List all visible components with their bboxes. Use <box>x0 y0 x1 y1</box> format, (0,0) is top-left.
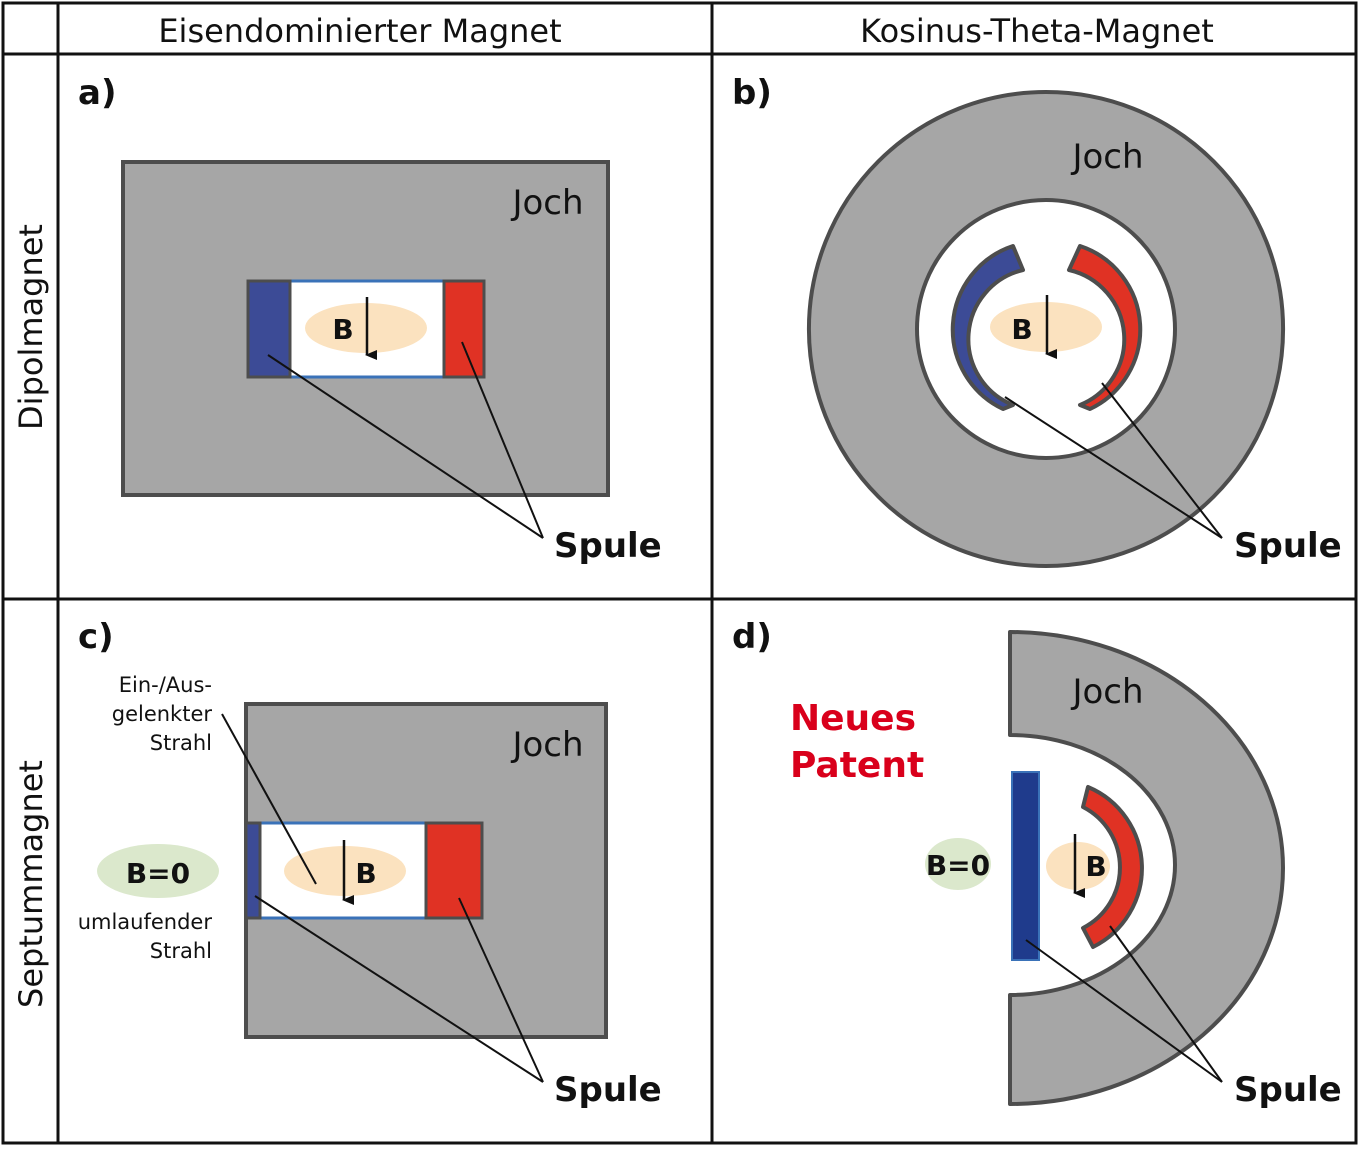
panel-b-label: b) <box>732 73 772 113</box>
panel-d-yoke <box>1008 630 1285 1106</box>
panel-d-leader-red <box>1109 925 1223 1083</box>
panel-d-coil-label: Spule <box>1234 1070 1342 1110</box>
panel-c-septum-coil-blue <box>244 821 262 920</box>
panel-c-circulating-beam-line2: Strahl <box>150 939 212 963</box>
panel-c-extracted-beam-line1: Ein-/Aus- <box>119 673 212 697</box>
column-header-cos-theta: Kosinus-Theta-Magnet <box>860 12 1214 50</box>
panel-c-coil-label: Spule <box>554 1070 662 1110</box>
column-header-iron-dominated: Eisendominierter Magnet <box>158 12 561 50</box>
panel-d-field-label: B <box>1085 850 1106 883</box>
panel-b-leader-blue <box>1004 396 1223 539</box>
panel-c-extracted-beam-line3: Strahl <box>150 731 212 755</box>
panel-d-coil-red <box>1081 785 1144 949</box>
panel-b-coil-label: Spule <box>1234 526 1342 566</box>
panel-c: c) Joch B B=0 Ein-/Aus- gelenkter Strahl… <box>78 617 662 1110</box>
row-header-septum: Septummagnet <box>12 760 50 1008</box>
panel-a-yoke-label: Joch <box>510 183 583 223</box>
panel-b: b) Joch B Spule <box>732 73 1342 569</box>
panel-d-patent-line1: Neues <box>790 698 916 739</box>
panel-a: a) Joch B Spule <box>78 73 662 566</box>
panel-d-field-region <box>1046 842 1110 890</box>
panel-a-leader-blue <box>267 354 544 539</box>
panel-a-leader-red <box>461 341 544 539</box>
panel-c-leader-blue <box>254 895 544 1083</box>
panel-c-circulating-beam-line1: umlaufender <box>78 910 213 934</box>
panel-c-yoke-label: Joch <box>510 725 583 765</box>
panel-d-label: d) <box>732 617 772 657</box>
panel-c-extracted-beam-line2: gelenkter <box>112 702 213 726</box>
panel-a-coil-red <box>442 279 486 379</box>
panel-c-zero-field-region <box>97 844 219 898</box>
panel-b-coil-red <box>1067 244 1143 411</box>
panel-d-zero-field-region <box>925 838 991 890</box>
panel-d-yoke-label: Joch <box>1070 672 1143 712</box>
panel-b-leader-red <box>1101 382 1223 539</box>
panel-d-zero-field-label: B=0 <box>926 849 990 882</box>
panel-d: d) Joch B B=0 Neues Patent Spule <box>732 617 1342 1110</box>
panel-a-field-label: B <box>332 313 353 346</box>
panel-a-label: a) <box>78 73 116 113</box>
panel-c-zero-field-label: B=0 <box>126 857 190 890</box>
panel-c-extracted-beam-leader <box>221 713 317 885</box>
panel-b-yoke-label: Joch <box>1070 137 1143 177</box>
panel-c-field-label: B <box>355 857 376 890</box>
panel-b-field-label: B <box>1011 313 1032 346</box>
row-header-dipole: Dipolmagnet <box>12 224 50 430</box>
panel-d-leader-blue <box>1025 939 1223 1083</box>
panel-b-yoke-ring <box>807 89 1285 569</box>
panel-c-leader-red <box>458 897 544 1083</box>
panel-c-coil-red <box>424 821 484 920</box>
panel-d-patent-line2: Patent <box>790 745 924 786</box>
panel-a-coil-blue <box>246 279 292 379</box>
panel-c-label: c) <box>78 617 114 657</box>
panel-d-septum-coil-blue <box>1011 771 1040 961</box>
panel-b-coil-blue <box>950 244 1025 411</box>
panel-a-coil-label: Spule <box>554 526 662 566</box>
